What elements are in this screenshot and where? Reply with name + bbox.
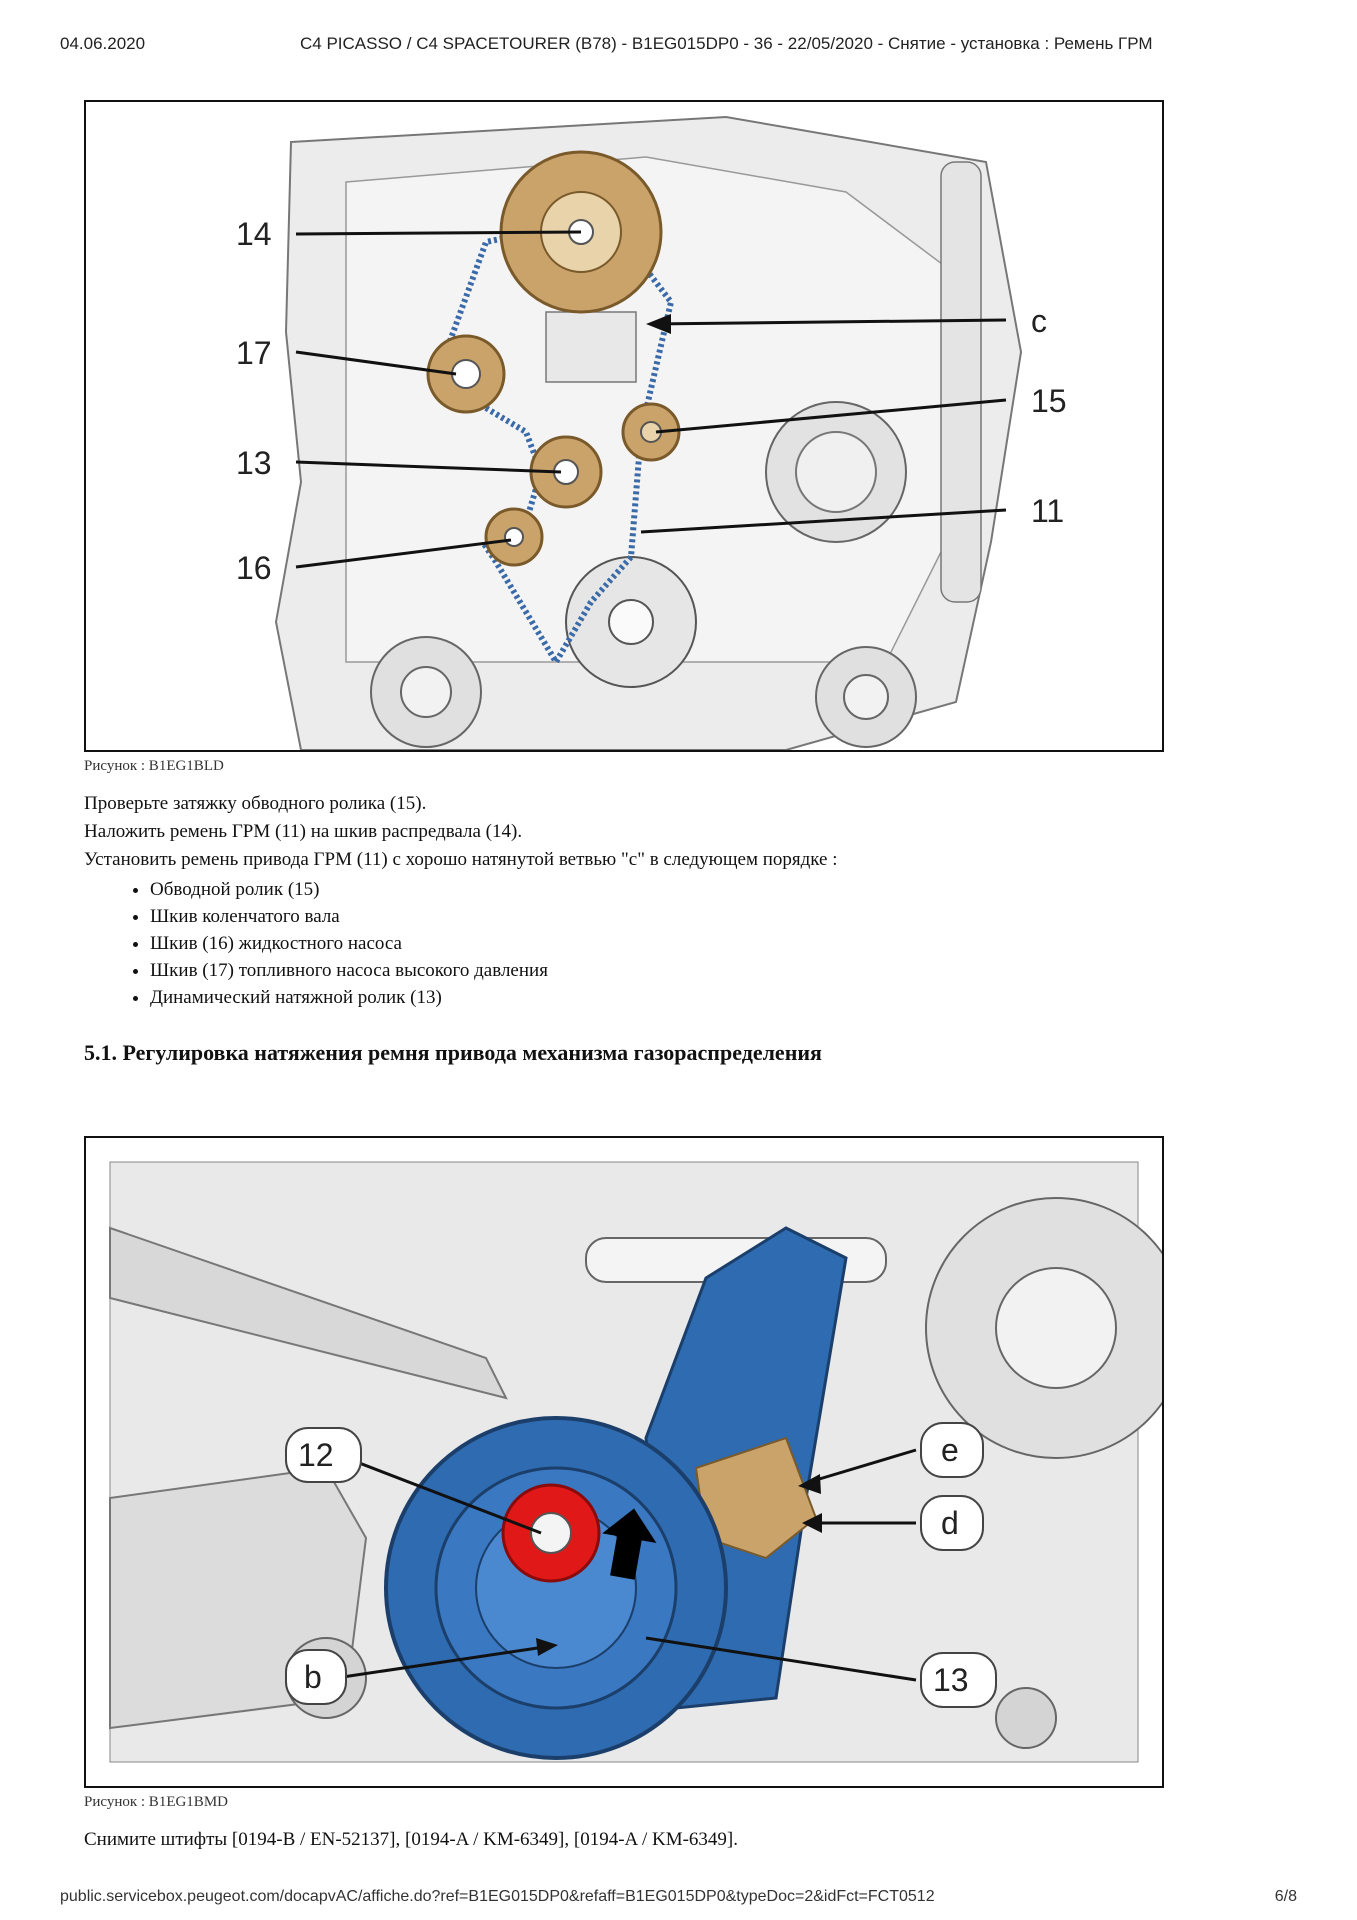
figure-tensioner-adjustment: 12 b e d 13 [84, 1136, 1164, 1788]
list-item: Шкив (16) жидкостного насоса [150, 930, 548, 957]
engine-timing-illustration: 14 17 13 16 c 15 11 [86, 102, 1162, 750]
figure-engine-timing-belt: 14 17 13 16 c 15 11 [84, 100, 1164, 752]
tensioner-illustration: 12 b e d 13 [86, 1138, 1162, 1786]
footer-url: public.servicebox.peugeot.com/docapvAC/a… [60, 1888, 935, 1905]
list-item: Динамический натяжной ролик (13) [150, 984, 548, 1011]
label-d: d [941, 1505, 959, 1541]
list-item: Шкив (17) топливного насоса высокого дав… [150, 957, 548, 984]
label-17: 17 [236, 335, 272, 371]
section-title: 5.1. Регулировка натяжения ремня привода… [84, 1040, 822, 1065]
label-c: c [1031, 303, 1047, 339]
label-16: 16 [236, 550, 272, 586]
header-title: C4 PICASSO / C4 SPACETOURER (B78) - B1EG… [300, 34, 1153, 53]
label-11: 11 [1031, 493, 1064, 529]
list-item: Обводной ролик (15) [150, 876, 548, 903]
instructions-paragraph: Проверьте затяжку обводного ролика (15).… [84, 790, 838, 874]
footer-page-number: 6/8 [1274, 1888, 1297, 1905]
remove-pins-paragraph: Снимите штифты [0194-B / EN-52137], [019… [84, 1829, 739, 1850]
label-15: 15 [1031, 383, 1067, 419]
instruction-line: Установить ремень привода ГРМ (11) с хор… [84, 849, 838, 870]
label-e: e [941, 1432, 959, 1468]
instruction-line: Проверьте затяжку обводного ролика (15). [84, 793, 427, 814]
figure2-caption: Рисунок : B1EG1BMD [84, 1794, 228, 1810]
label-13: 13 [933, 1662, 969, 1698]
instruction-line: Наложить ремень ГРМ (11) на шкив распред… [84, 821, 523, 842]
label-14: 14 [236, 216, 272, 252]
header-date: 04.06.2020 [60, 34, 146, 53]
label-b: b [304, 1659, 322, 1695]
figure1-caption: Рисунок : B1EG1BLD [84, 758, 224, 774]
installation-order-list: Обводной ролик (15) Шкив коленчатого вал… [120, 876, 548, 1011]
label-13: 13 [236, 445, 272, 481]
label-12: 12 [298, 1437, 334, 1473]
list-item: Шкив коленчатого вала [150, 903, 548, 930]
